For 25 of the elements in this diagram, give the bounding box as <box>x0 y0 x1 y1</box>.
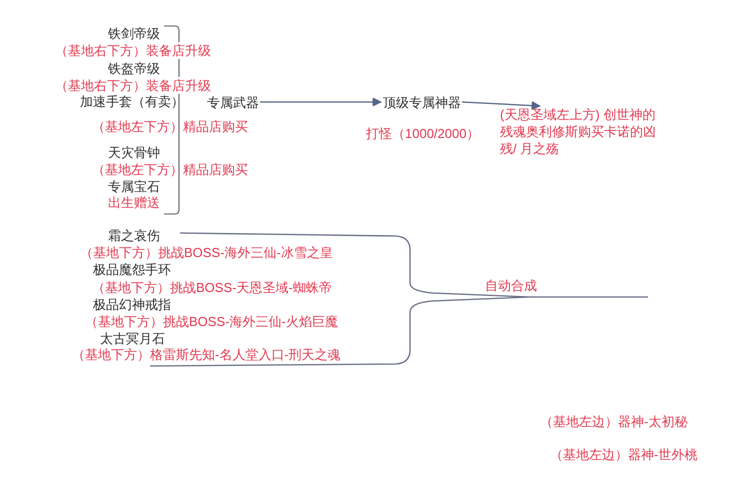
item-name: 极品魔怨手环 <box>93 260 171 278</box>
merge-label: 自动合成 <box>485 276 537 294</box>
item-name: 铁盔帝级 <box>108 60 160 76</box>
source-note: （基地左边）器神-世外桃 <box>550 446 698 462</box>
source-note: （基地左下方）精品店购买 <box>92 160 248 178</box>
item-name: 专属宝石 <box>108 178 160 194</box>
beside-note: 打怪（1000/2000） <box>366 124 480 142</box>
source-note: （基地下方）格雷斯先知-名人堂入口-刑天之魂 <box>72 346 341 362</box>
item-name: 铁剑帝级 <box>108 24 160 42</box>
step-label: 顶级专属神器 <box>383 94 461 110</box>
item-name: 极品幻神戒指 <box>93 296 171 312</box>
item-name: 太古冥月石 <box>100 330 165 346</box>
source-note: （基地下方）挑战BOSS-海外三仙-火焰巨魔 <box>85 312 338 330</box>
item-name: 天灾骨钟 <box>108 144 160 160</box>
source-note: （基地下方）挑战BOSS-天恩圣域-蜘蛛帝 <box>92 278 332 296</box>
arrow <box>260 98 382 106</box>
source-note: 出生赠送 <box>108 194 160 210</box>
source-note: （基地左边）器神-太初秘 <box>540 412 688 430</box>
note-text: (天恩圣域左上方) 创世神的残魂奥利修斯购买卡诺的凶残/ 月之殇 <box>500 106 660 157</box>
arrow <box>462 101 540 110</box>
source-note: （基地左下方）精品店购买 <box>92 118 248 134</box>
item-name: 霜之哀伤 <box>108 226 160 244</box>
item-name: 加速手套（有卖） <box>80 92 184 110</box>
step-label: 专属武器 <box>207 94 259 110</box>
source-note: （基地下方）挑战BOSS-海外三仙-冰雪之皇 <box>80 244 333 260</box>
